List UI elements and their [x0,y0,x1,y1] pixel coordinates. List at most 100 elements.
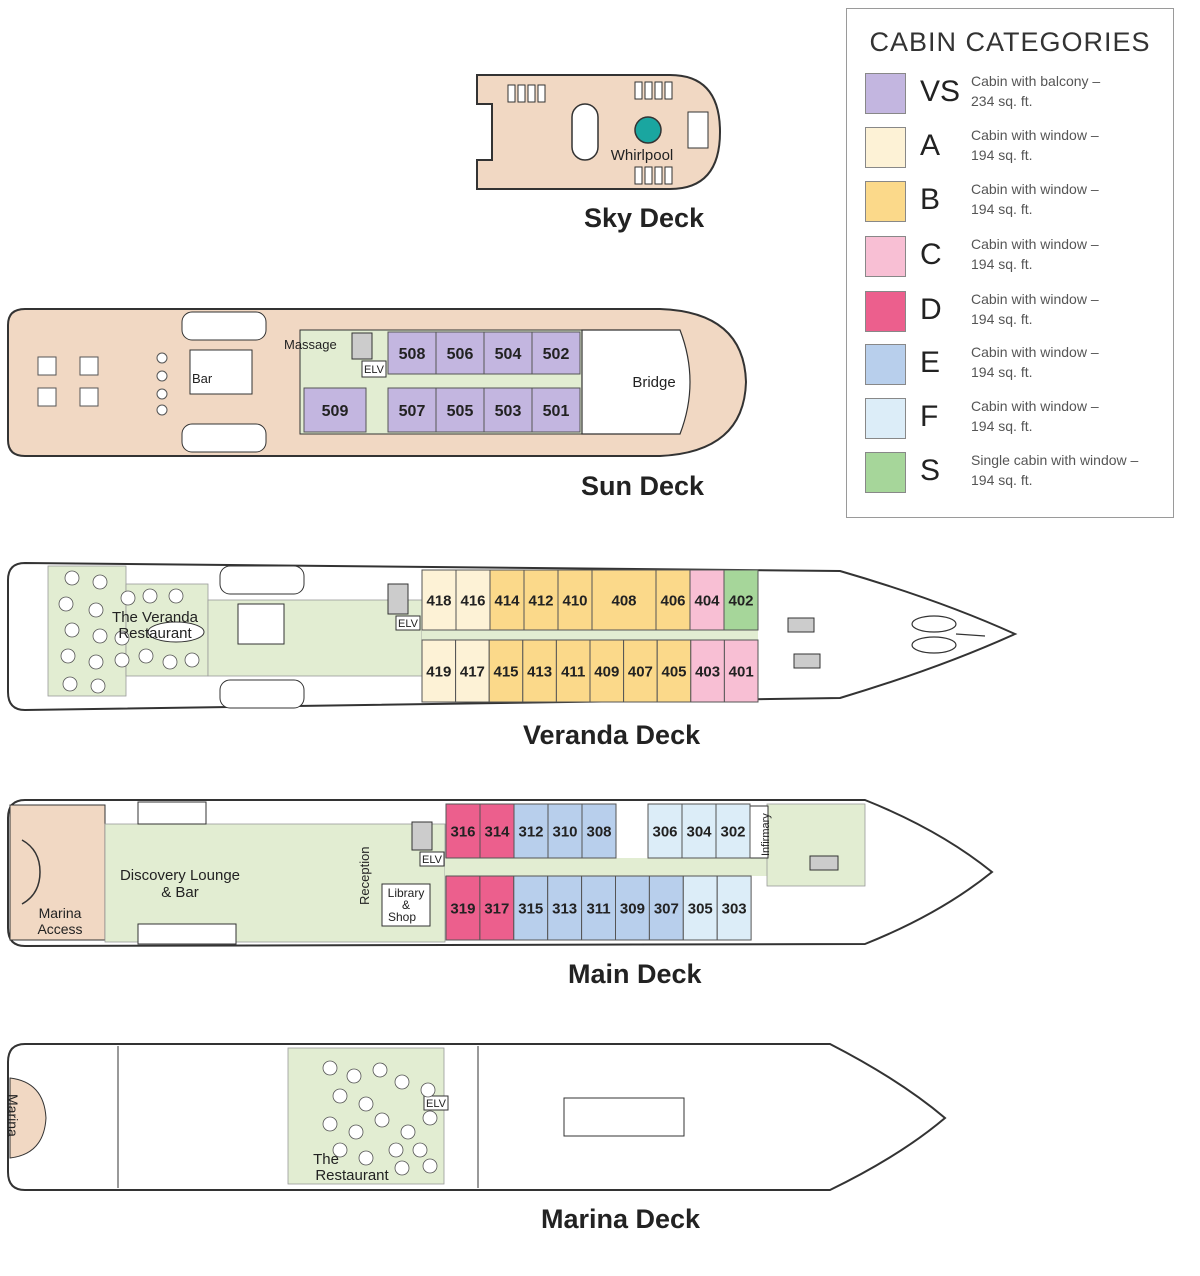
cabin-505[interactable]: 505 [435,387,485,433]
cabin-fill [581,875,616,941]
legend-description: Cabin with window – [971,181,1099,197]
cabin-406[interactable]: 406 [655,569,691,631]
cabin-number: 418 [426,592,451,609]
cabin-407[interactable]: 407 [623,639,658,703]
cabin-number: 509 [322,403,349,420]
cabin-number: 319 [450,900,475,917]
legend-description: Cabin with balcony – [971,73,1101,89]
cabin-number: 401 [729,663,754,680]
restaurant-table [332,1088,348,1104]
cabin-number: 501 [543,403,570,420]
veranda-bow-stairs-1 [787,617,815,633]
cabin-403[interactable]: 403 [690,639,725,703]
cabin-413[interactable]: 413 [522,639,557,703]
marina-access-label-1: Marina [39,905,82,921]
cabin-fill [715,803,751,859]
cabin-507[interactable]: 507 [387,387,437,433]
cabin-408[interactable]: 408 [591,569,657,631]
cabin-number: 405 [661,663,686,680]
cabin-fill [387,387,437,433]
cabin-506[interactable]: 506 [435,331,485,375]
cabin-416[interactable]: 416 [455,569,491,631]
cabin-number: 506 [447,346,474,363]
cabin-415[interactable]: 415 [488,639,524,703]
cabin-310[interactable]: 310 [547,803,583,859]
legend-swatch [865,127,906,168]
cabin-305[interactable]: 305 [682,875,718,941]
veranda-restaurant-label-2: Restaurant [118,625,192,642]
main-deck-gangway [21,839,41,905]
discovery-lounge-label-2: & Bar [161,884,199,901]
marina-deck-hull [7,1043,947,1191]
veranda-bow-stairs-2 [793,653,821,669]
veranda-table [114,652,130,668]
cabin-404[interactable]: 404 [689,569,725,631]
cabin-fill [479,803,515,859]
cabin-number: 403 [695,663,720,680]
cabin-308[interactable]: 308 [581,803,617,859]
cabin-307[interactable]: 307 [648,875,684,941]
cabin-number: 508 [399,346,426,363]
sun-deck-lifeboat-bottom [181,423,267,453]
cabin-number: 303 [722,900,747,917]
cabin-405[interactable]: 405 [656,639,692,703]
cabin-317[interactable]: 317 [479,875,515,941]
cabin-418[interactable]: 418 [421,569,457,631]
cabin-411[interactable]: 411 [555,639,591,703]
cabin-401[interactable]: 401 [723,639,759,703]
cabin-fill [483,387,533,433]
cabin-508[interactable]: 508 [387,331,437,375]
cabin-313[interactable]: 313 [547,875,583,941]
cabin-501[interactable]: 501 [531,387,581,433]
library-shop-room [381,883,431,927]
restaurant-table [322,1060,338,1076]
cabin-fill [488,639,524,703]
cabin-number: 419 [426,663,451,680]
cabin-410[interactable]: 410 [557,569,593,631]
cabin-414[interactable]: 414 [489,569,525,631]
cabin-number: 408 [611,592,636,609]
cabin-504[interactable]: 504 [483,331,533,375]
cabin-306[interactable]: 306 [647,803,683,859]
cabin-319[interactable]: 319 [445,875,481,941]
main-cabin-corridor [445,858,767,876]
cabin-419[interactable]: 419 [421,639,457,703]
library-label-1: Library [388,886,425,900]
legend-size: 194 sq. ft. [971,418,1033,434]
cabin-303[interactable]: 303 [716,875,752,941]
veranda-table [58,596,74,612]
veranda-table [162,654,178,670]
cabin-fill [435,331,485,375]
cabin-312[interactable]: 312 [513,803,549,859]
cabin-314[interactable]: 314 [479,803,515,859]
infirmary-label: Infirmary [760,813,772,856]
cabin-402[interactable]: 402 [723,569,759,631]
cabin-503[interactable]: 503 [483,387,533,433]
cabin-315[interactable]: 315 [513,875,549,941]
veranda-lifeboat-bottom [219,679,305,709]
cabin-502[interactable]: 502 [531,331,581,375]
cabin-number: 312 [518,823,543,840]
cabin-309[interactable]: 309 [615,875,650,941]
marina-elv-label: ELV [426,1098,447,1110]
sun-deck-stairs [351,332,373,360]
bridge-area [581,329,691,435]
library-label-3: Shop [388,910,416,924]
cabin-409[interactable]: 409 [589,639,625,703]
veranda-elevator [395,615,421,631]
cabin-311[interactable]: 311 [581,875,616,941]
cabin-417[interactable]: 417 [455,639,490,703]
cabin-412[interactable]: 412 [523,569,559,631]
veranda-table [184,652,200,668]
massage-label: Massage [284,337,337,352]
cabin-509[interactable]: 509 [303,387,367,433]
cabin-316[interactable]: 316 [445,803,481,859]
cabin-304[interactable]: 304 [681,803,717,859]
cabin-302[interactable]: 302 [715,803,751,859]
